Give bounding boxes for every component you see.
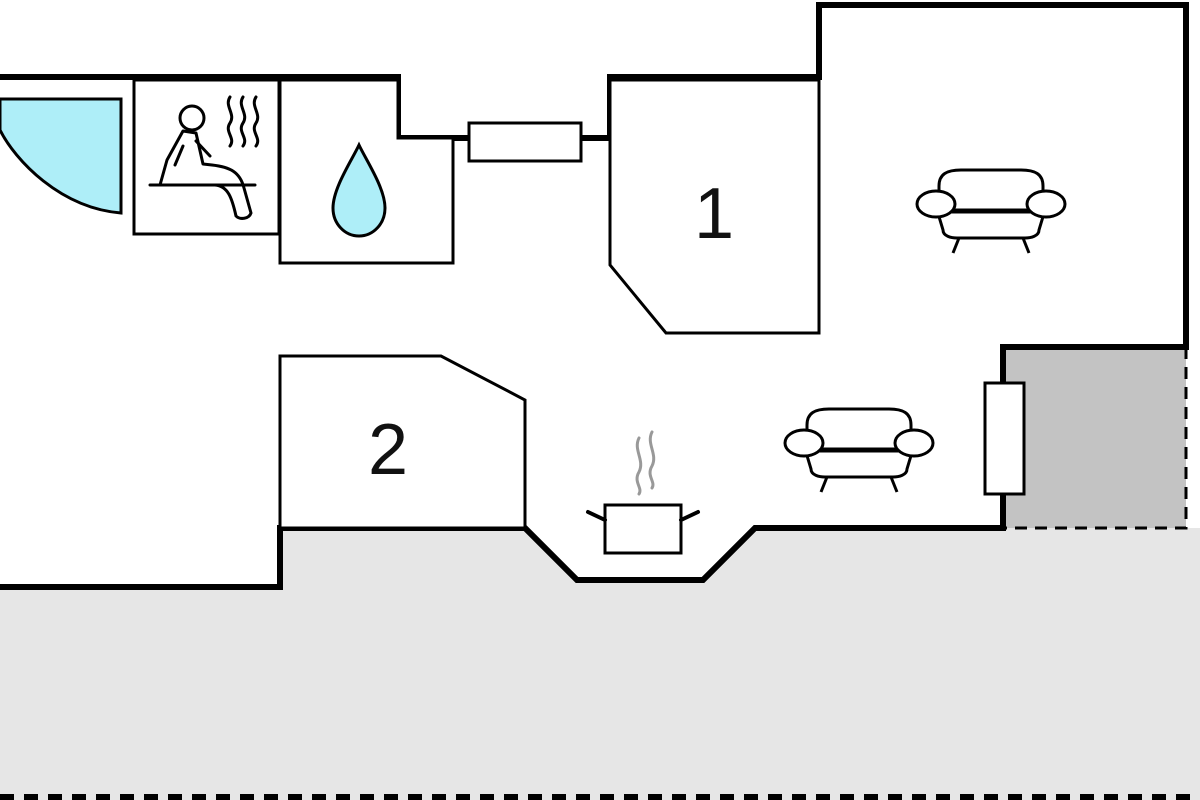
room-label-1: 1 bbox=[694, 174, 734, 254]
terrace-area bbox=[0, 528, 1200, 800]
balcony-area bbox=[1003, 347, 1186, 528]
bedroom-2 bbox=[278, 354, 527, 530]
room-label-2: 2 bbox=[368, 410, 408, 490]
balcony-door bbox=[983, 381, 1026, 496]
sofa-icon bbox=[915, 168, 1067, 254]
bedroom-1 bbox=[608, 78, 821, 335]
sauna-room bbox=[132, 78, 281, 236]
window-north bbox=[467, 121, 583, 163]
shower-icon bbox=[0, 97, 123, 215]
sauna-icon bbox=[148, 95, 260, 220]
sofa-icon bbox=[783, 407, 935, 493]
water-drop-icon bbox=[331, 141, 387, 238]
kitchen-pot-icon bbox=[586, 430, 700, 555]
balcony-boundary-dashed bbox=[1003, 347, 1188, 530]
